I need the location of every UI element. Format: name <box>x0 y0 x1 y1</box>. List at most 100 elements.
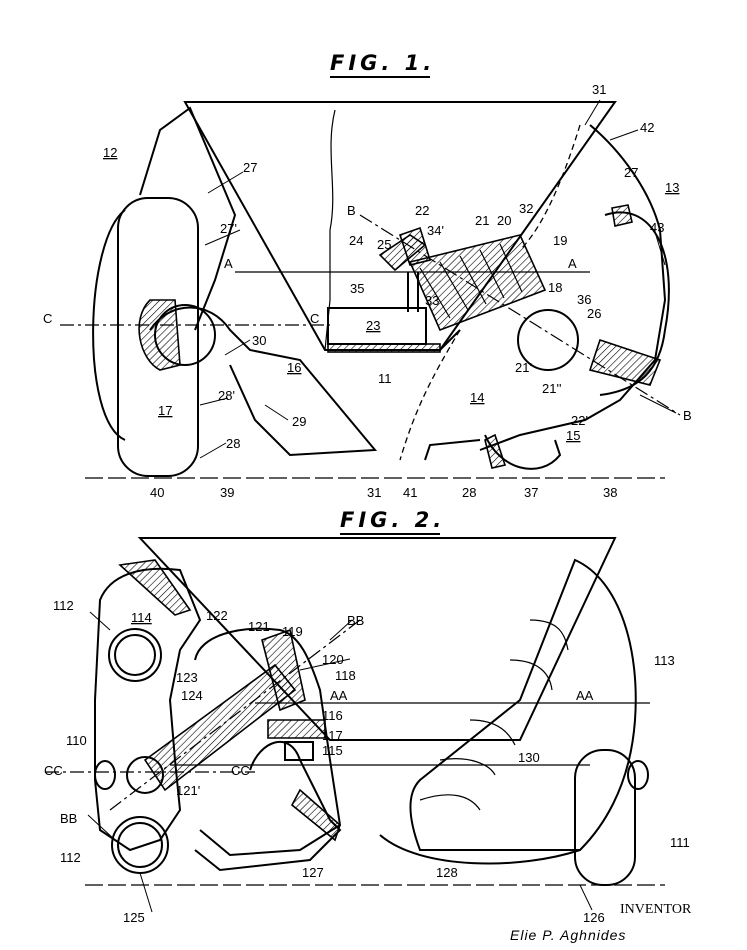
label-18: 18 <box>548 280 562 295</box>
bevel-gear-22 <box>398 226 432 266</box>
label-31-top: 31 <box>592 82 606 97</box>
label-CC-left: CC <box>44 763 63 778</box>
label-15: 15 <box>566 428 580 443</box>
vane-130d <box>509 659 553 691</box>
label-42: 42 <box>640 120 654 135</box>
label-130: 130 <box>518 750 540 765</box>
wheel-113 <box>409 558 637 851</box>
tire-111 <box>574 749 636 886</box>
axle-stub-left <box>94 760 116 790</box>
vane-130b <box>439 758 496 776</box>
label-AA-left: AA <box>330 688 348 703</box>
shell-interior <box>194 627 342 857</box>
label-126: 126 <box>583 910 605 925</box>
inventor-name: Elie P. Aghnides <box>510 927 626 943</box>
label-33: 33 <box>425 293 439 308</box>
label-A-right: A <box>568 256 577 271</box>
vane-130c <box>469 719 516 746</box>
bearing-26 <box>588 338 662 386</box>
cleat-28-right <box>484 433 507 469</box>
label-124: 124 <box>181 688 203 703</box>
label-119: 119 <box>282 624 303 639</box>
label-36: 36 <box>577 292 591 307</box>
label-28-right: 28 <box>462 485 476 500</box>
label-34-prime: 34' <box>427 223 444 238</box>
label-BB-top: BB <box>347 613 364 628</box>
cleat-27-right <box>611 204 633 227</box>
inventor-heading: INVENTOR <box>620 902 692 917</box>
label-AA-right: AA <box>576 688 594 703</box>
wheel-body-110 <box>94 567 202 852</box>
label-37: 37 <box>524 485 538 500</box>
label-30: 30 <box>252 333 266 348</box>
label-31-bottom: 31 <box>367 485 381 500</box>
figure-1-title: FIG. 1. <box>330 51 435 75</box>
label-122: 122 <box>206 608 228 623</box>
label-116: 116 <box>322 708 343 723</box>
label-BB-bottom: BB <box>60 811 77 826</box>
label-11: 11 <box>378 371 392 386</box>
label-13: 13 <box>665 180 679 195</box>
label-22-prime: 22' <box>571 413 588 428</box>
label-113: 113 <box>654 653 675 668</box>
label-23: 23 <box>366 318 380 333</box>
label-B-top: B <box>347 203 356 218</box>
label-25: 25 <box>377 237 391 252</box>
label-43: 43 <box>650 220 664 235</box>
hopper-wedge <box>183 101 617 351</box>
chute-31-upper <box>519 124 581 251</box>
roller-125 <box>111 816 169 874</box>
label-117: 117 <box>322 728 343 743</box>
label-26: 26 <box>587 306 601 321</box>
gear-117 <box>267 719 326 739</box>
rim-128 <box>379 834 581 865</box>
bevel-gear-118 <box>261 628 306 712</box>
label-121-prime: 121' <box>176 783 200 798</box>
shaft-tube <box>408 234 547 332</box>
figure-2-title: FIG. 2. <box>340 508 445 532</box>
label-112-top: 112 <box>53 598 74 613</box>
shaft-assembly <box>378 226 547 332</box>
label-118: 118 <box>335 668 356 683</box>
vane-130e <box>529 619 569 651</box>
label-27-left: 27 <box>243 160 257 175</box>
label-32: 32 <box>519 201 533 216</box>
label-38: 38 <box>603 485 617 500</box>
label-127: 127 <box>302 865 324 880</box>
right-hub-36 <box>517 309 579 371</box>
axle-stub-right <box>627 760 649 790</box>
outer-rim-13 <box>599 211 670 396</box>
label-22: 22 <box>415 203 429 218</box>
label-121: 121 <box>248 619 270 634</box>
label-16: 16 <box>287 360 301 375</box>
label-39: 39 <box>220 485 234 500</box>
label-123: 123 <box>176 670 198 685</box>
label-14: 14 <box>470 390 484 405</box>
label-110: 110 <box>66 733 87 748</box>
figure-1: FIG. 1. <box>43 51 692 500</box>
left-hub-hatch <box>138 299 181 371</box>
label-128: 128 <box>436 865 458 880</box>
hopper-break-line <box>324 109 336 351</box>
label-24: 24 <box>349 233 363 248</box>
label-120: 120 <box>322 652 344 667</box>
axis-b <box>359 214 681 416</box>
chute-31-lower <box>399 329 461 461</box>
base-hatch <box>327 343 441 353</box>
label-111: 111 <box>670 835 690 850</box>
label-29: 29 <box>292 414 306 429</box>
label-115: 115 <box>322 743 343 758</box>
label-21-prime: 21' <box>515 360 532 375</box>
wheel-dome-12 <box>92 209 126 441</box>
label-21: 21 <box>475 213 489 228</box>
label-27-prime: 27' <box>220 221 237 236</box>
wheel-arm-16-upper <box>139 106 237 331</box>
roller-upper <box>108 628 162 682</box>
label-19: 19 <box>553 233 567 248</box>
vane-130a <box>419 794 481 811</box>
wheel-arm-16-lower <box>149 306 378 457</box>
label-28-left: 28 <box>226 436 240 451</box>
arm-114 <box>118 559 192 616</box>
label-112-bottom: 112 <box>60 850 81 865</box>
